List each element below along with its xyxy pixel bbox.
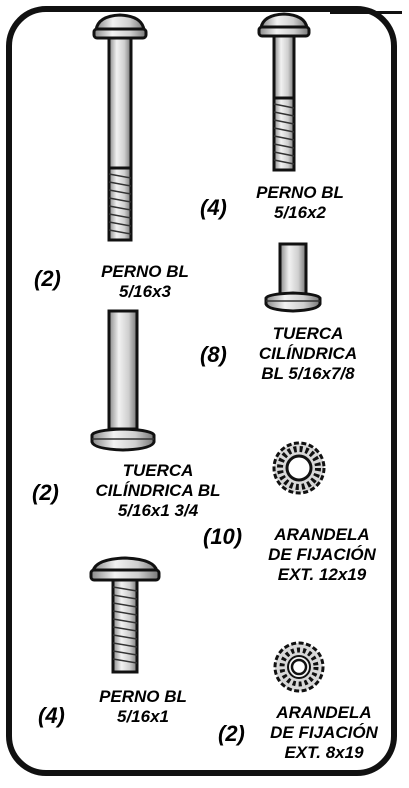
bolt-long-icon — [92, 13, 148, 242]
quantity-barrel-nut-short: (8) — [200, 342, 227, 367]
label-line: EXT. 12x19 — [277, 565, 367, 584]
label-line: 5/16x2 — [274, 203, 326, 222]
bolt-medium-icon — [257, 12, 311, 172]
label-line: PERNO BL — [99, 687, 187, 706]
label-line: PERNO BL — [256, 183, 344, 202]
label-line: 5/16x1 — [117, 707, 169, 726]
label-line: DE FIJACIÓN — [270, 723, 378, 742]
label-line: TUERCA — [272, 324, 344, 343]
label-line: CILÍNDRICA BL — [95, 481, 221, 500]
lock-washer-small-icon — [273, 641, 325, 693]
quantity-lock-washer-small: (2) — [218, 721, 245, 746]
parts-card-frame — [6, 6, 397, 776]
quantity-bolt-long: (2) — [34, 266, 61, 291]
label-barrel-nut-long: TUERCA CILÍNDRICA BL 5/16x1 3/4 — [78, 461, 238, 521]
label-line: ARANDELA — [276, 703, 372, 722]
label-lock-washer-large: ARANDELA DE FIJACIÓN EXT. 12x19 — [252, 525, 392, 585]
label-lock-washer-small: ARANDELA DE FIJACIÓN EXT. 8x19 — [254, 703, 394, 763]
bolt-short-icon — [89, 556, 161, 674]
label-line: 5/16x1 3/4 — [117, 501, 199, 520]
label-line: ARANDELA — [274, 525, 370, 544]
label-bolt-long: PERNO BL 5/16x3 — [85, 262, 205, 302]
label-bolt-medium: PERNO BL 5/16x2 — [245, 183, 355, 223]
label-line: EXT. 8x19 — [284, 743, 364, 762]
quantity-bolt-medium: (4) — [200, 195, 227, 220]
label-barrel-nut-short: TUERCA CILÍNDRICA BL 5/16x7/8 — [238, 324, 378, 384]
label-line: CILÍNDRICA — [258, 344, 358, 363]
lock-washer-large-icon — [272, 441, 326, 495]
label-line: DE FIJACIÓN — [268, 545, 376, 564]
label-line: 5/16x3 — [119, 282, 171, 301]
quantity-bolt-short: (4) — [38, 703, 65, 728]
barrel-nut-short-icon — [264, 242, 322, 313]
quantity-lock-washer-large: (10) — [203, 524, 243, 549]
label-bolt-short: PERNO BL 5/16x1 — [88, 687, 198, 727]
quantity-barrel-nut-long: (2) — [32, 480, 59, 505]
label-line: TUERCA — [122, 461, 194, 480]
barrel-nut-long-icon — [90, 309, 156, 452]
label-line: PERNO BL — [101, 262, 189, 281]
label-line: BL 5/16x7/8 — [261, 364, 355, 383]
top-rule — [330, 11, 402, 14]
